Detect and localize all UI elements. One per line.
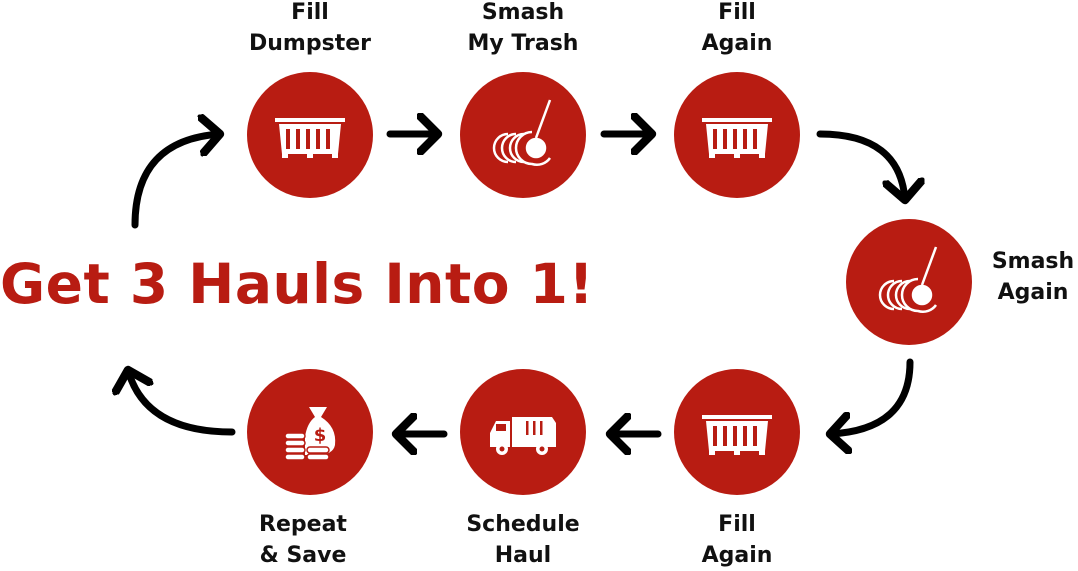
- label-line: Smash: [991, 249, 1075, 274]
- step-fill-again: [674, 72, 800, 198]
- label-line: Again: [997, 280, 1069, 305]
- garbage-truck-icon: [490, 417, 556, 455]
- label-line: Fill: [291, 0, 329, 25]
- label-line: & Save: [259, 543, 347, 568]
- label-line: Haul: [494, 543, 552, 568]
- label-line: Again: [701, 31, 773, 56]
- arrow-curve-down-right: [816, 130, 905, 200]
- label-line: Fill: [718, 0, 756, 25]
- dumpster-icon: [274, 117, 346, 159]
- label-line: Fill: [718, 512, 756, 537]
- label-line: Smash: [481, 0, 565, 25]
- compactor-roller-icon: [878, 245, 938, 314]
- arrow-curve-up-right: [131, 134, 220, 229]
- step-fill-dumpster: [247, 72, 373, 198]
- dumpster-icon: [701, 414, 773, 456]
- arrow-curve-down-left: [830, 358, 914, 434]
- arrow-curve-up-left: [128, 370, 236, 436]
- step-label-repeat-and-save: Repeat & Save: [223, 509, 383, 571]
- step-schedule-haul: [460, 369, 586, 495]
- label-line: Schedule: [466, 512, 580, 537]
- compactor-roller-icon: [492, 98, 552, 167]
- money-bag-coins-icon: [284, 406, 336, 461]
- headline: Get 3 Hauls Into 1!: [0, 252, 595, 316]
- label-line: My Trash: [467, 31, 579, 56]
- label-line: Dumpster: [249, 31, 371, 56]
- step-label-smash-my-trash: Smash My Trash: [443, 0, 603, 59]
- step-repeat-and-save: [247, 369, 373, 495]
- dumpster-icon: [701, 117, 773, 159]
- step-smash-my-trash: [460, 72, 586, 198]
- step-fill-again-2: [674, 369, 800, 495]
- label-line: Again: [701, 543, 773, 568]
- step-smash-again: [846, 219, 972, 345]
- label-line: Repeat: [259, 512, 347, 537]
